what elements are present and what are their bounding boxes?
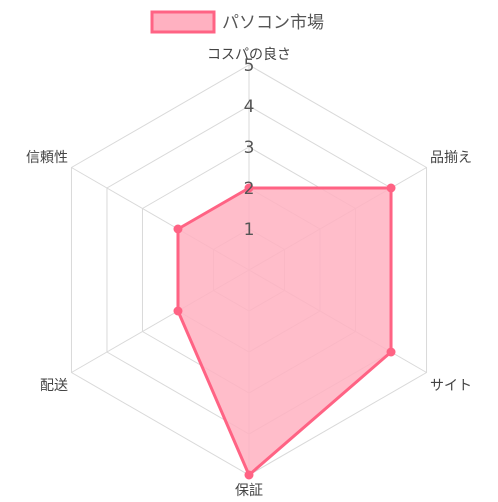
axis-label-5: 信頼性 (26, 150, 68, 166)
tick-label-4: 4 (244, 97, 255, 117)
legend-swatch[interactable] (150, 10, 216, 34)
tick-label-5: 5 (244, 56, 255, 76)
legend[interactable]: パソコン市場 (150, 10, 324, 34)
data-point-0 (244, 183, 254, 193)
tick-labels: 1 2 3 4 5 (244, 56, 255, 240)
axis-label-2: サイト (430, 378, 472, 394)
data-point-1 (386, 183, 396, 193)
data-point-3 (244, 470, 254, 480)
tick-label-3: 3 (244, 138, 255, 158)
axis-label-3: 保証 (235, 483, 263, 498)
series-area (176, 186, 393, 477)
series-layer (173, 183, 396, 480)
data-point-5 (173, 224, 183, 234)
data-point-4 (173, 306, 183, 316)
tick-label-1: 1 (244, 220, 255, 240)
data-point-2 (386, 347, 396, 357)
tick-label-2: 2 (244, 179, 255, 199)
axis-label-1: 品揃え (430, 150, 472, 166)
axis-label-0: コスパの良さ (207, 47, 291, 63)
axis-label-4: 配送 (40, 378, 68, 394)
legend-label[interactable]: パソコン市場 (222, 13, 324, 33)
